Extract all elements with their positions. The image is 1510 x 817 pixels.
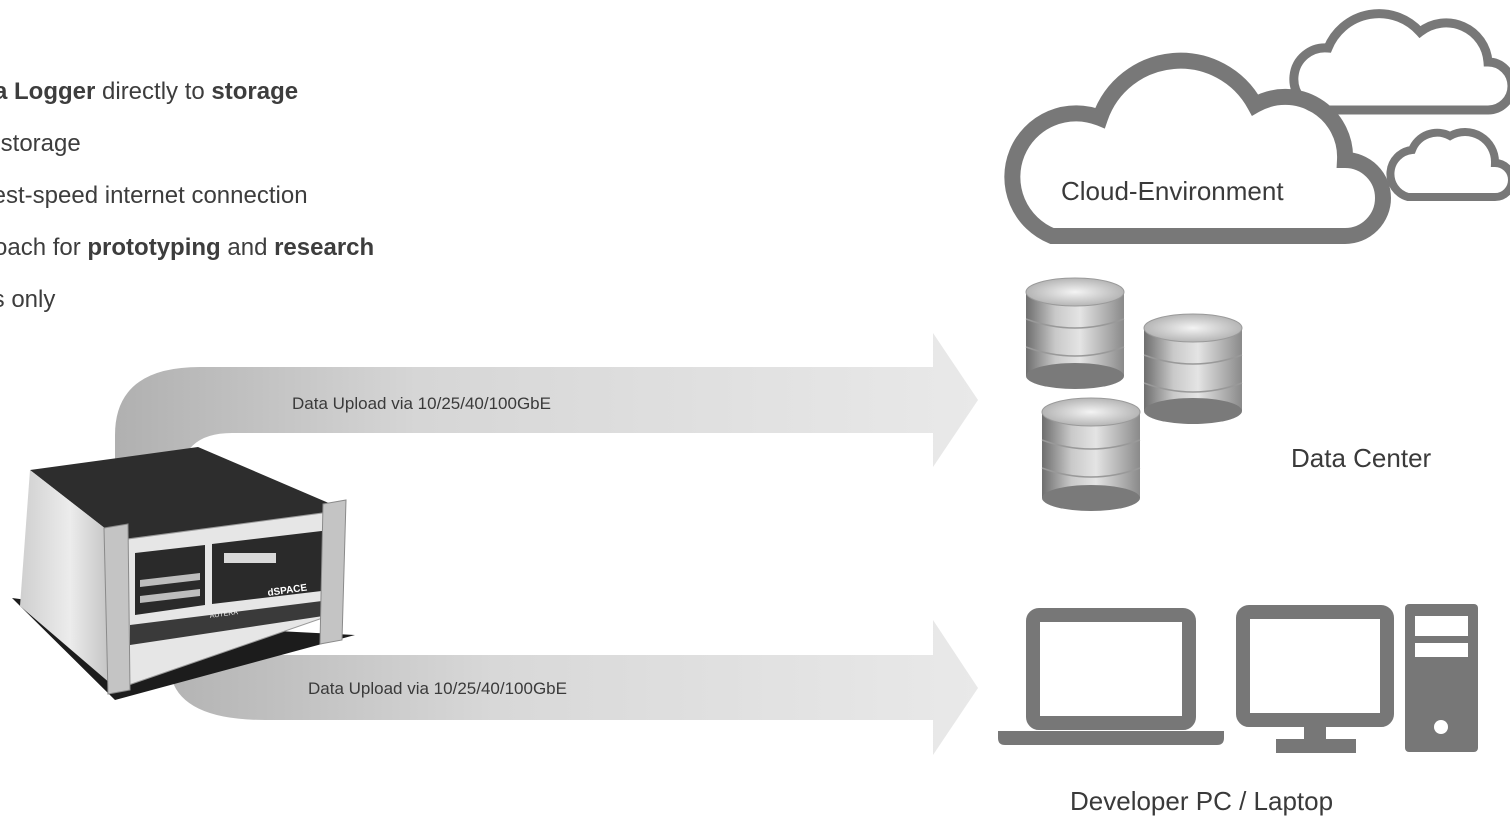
bullet-text: and bbox=[220, 234, 275, 261]
bullet-item: ta Logger directly to storage bbox=[0, 77, 298, 107]
upload-arrow-lower bbox=[172, 620, 978, 755]
bullet-emphasis: ta Logger bbox=[0, 78, 96, 105]
pc-tower-icon bbox=[1405, 604, 1478, 752]
lower-arrow-label: Data Upload via 10/25/40/100GbE bbox=[308, 679, 567, 698]
device-model-text: AUTERA bbox=[209, 609, 238, 620]
data-center-label: Data Center bbox=[1291, 443, 1432, 473]
bullet-text: ts only bbox=[0, 286, 56, 313]
bullet-emphasis: research bbox=[274, 234, 375, 261]
developer-pc-label: Developer PC / Laptop bbox=[1070, 786, 1334, 816]
bullet-emphasis: storage bbox=[211, 78, 299, 105]
bullet-item: roach for prototyping and research bbox=[0, 233, 374, 263]
bullet-text: roach for bbox=[0, 234, 81, 261]
monitor-icon bbox=[1236, 605, 1394, 753]
data-logger-device bbox=[12, 447, 355, 700]
bullet-text: r storage bbox=[0, 130, 81, 157]
upper-arrow-label: Data Upload via 10/25/40/100GbE bbox=[292, 394, 551, 413]
bullet-emphasis: prototyping bbox=[87, 234, 221, 261]
upload-arrow-upper bbox=[115, 333, 978, 482]
bullet-text: test-speed internet connection bbox=[0, 182, 308, 209]
bullet-item: test-speed internet connection bbox=[0, 181, 308, 211]
laptop-icon bbox=[998, 608, 1224, 745]
bullet-item: r storage bbox=[0, 129, 81, 159]
bullet-item: ts only bbox=[0, 285, 55, 315]
cloud-icon bbox=[1004, 9, 1510, 244]
database-icon bbox=[1025, 277, 1243, 511]
bullet-text: directly to bbox=[95, 78, 212, 105]
cloud-environment-label: Cloud-Environment bbox=[1061, 176, 1284, 206]
